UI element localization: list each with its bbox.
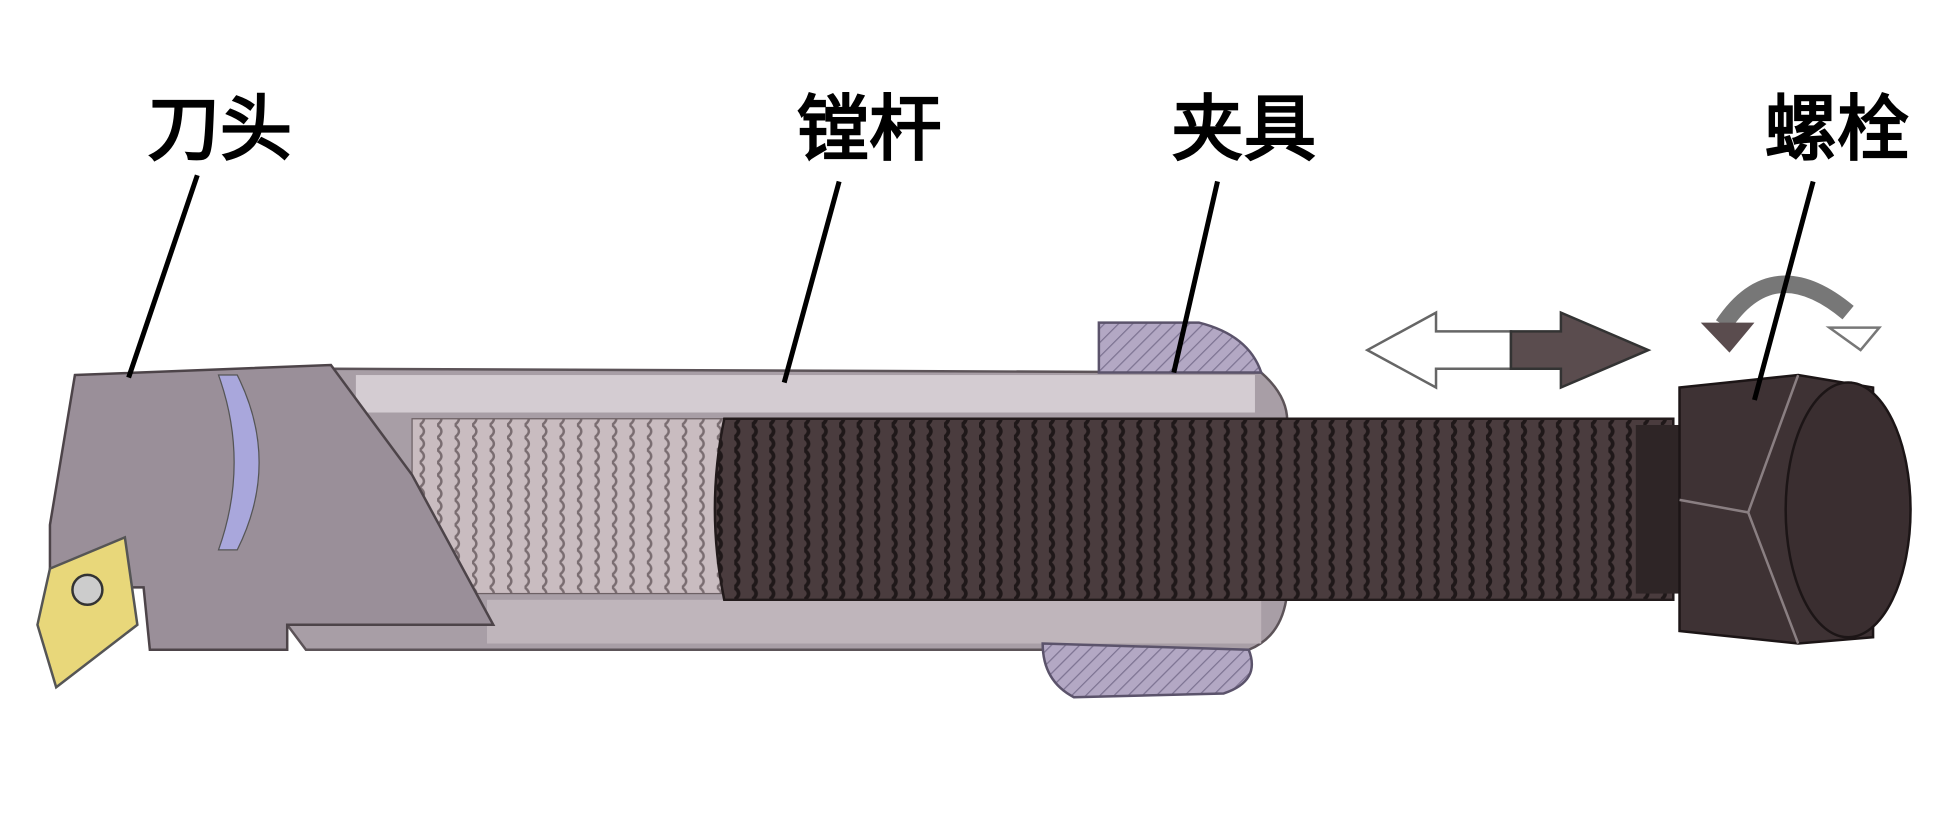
cutting-insert: [36, 535, 139, 690]
cutter-head: [36, 363, 496, 690]
insert-screw: [71, 573, 104, 607]
bolt-head: [1635, 373, 1912, 645]
leader-line-bolt: [1752, 180, 1816, 401]
label-boring-bar: 镗杆: [797, 88, 942, 172]
screw-rod: [713, 417, 1675, 602]
label-fixture: 夹具: [1171, 88, 1316, 172]
label-cutter-head: 刀头: [147, 88, 292, 172]
leader-line-cutter-head: [126, 174, 200, 379]
leader-line-fixture: [1171, 180, 1220, 374]
axial-motion-arrow-icon: [1364, 310, 1652, 390]
label-bolt: 螺栓: [1764, 88, 1909, 172]
leader-line-boring-bar: [781, 180, 842, 384]
rotation-arrow-icon: [1700, 275, 1882, 353]
inner-thread: [411, 418, 738, 595]
